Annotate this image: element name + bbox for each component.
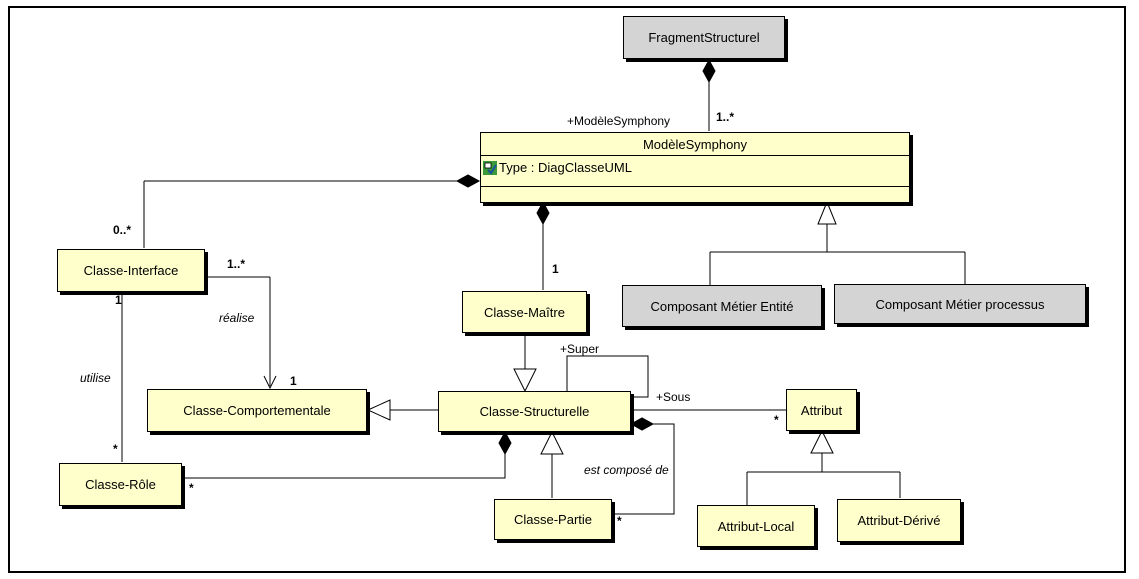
class-attribut-derive-label: Attribut-Dérivé — [857, 513, 941, 528]
class-composant-entite[interactable]: Composant Métier Entité — [622, 285, 822, 327]
attribute-icon — [483, 160, 497, 175]
class-attribut-label: Attribut — [800, 402, 843, 418]
class-role[interactable]: Classe-Rôle — [59, 463, 182, 506]
class-modele-symphony-label: ModèleSymphony — [642, 136, 748, 152]
class-maitre[interactable]: Classe-Maître — [462, 291, 587, 333]
realise-arrowhead — [263, 375, 277, 390]
multiplicity-role: * — [189, 481, 194, 495]
diagram-frame — [8, 6, 1126, 573]
class-composant-processus-label: Composant Métier processus — [875, 296, 1045, 312]
class-role-label: Classe-Rôle — [85, 477, 156, 492]
composition-diamond-role — [498, 430, 512, 456]
class-interface[interactable]: Classe-Interface — [57, 249, 205, 292]
multiplicity-maitre-1: 1 — [552, 262, 559, 276]
class-modele-symphony[interactable]: ModèleSymphony Type : DiagClasseUML — [480, 132, 910, 203]
class-partie[interactable]: Classe-Partie — [494, 499, 612, 540]
label-realise: réalise — [219, 311, 255, 325]
class-fragment-structurel-label: FragmentStructurel — [648, 30, 760, 45]
class-maitre-label: Classe-Maître — [484, 304, 565, 320]
label-est-compose-de: est composé de — [584, 463, 669, 477]
class-fragment-structurel[interactable]: FragmentStructurel — [623, 16, 785, 59]
class-interface-label: Classe-Interface — [83, 263, 179, 278]
multiplicity-interface-0n: 0..* — [113, 223, 132, 237]
class-attribut-local-label: Attribut-Local — [717, 518, 795, 534]
generalization-arrow-partie — [540, 430, 564, 455]
attribute-type: Type : DiagClasseUML — [499, 160, 632, 175]
role-label-modele: +ModèleSymphony — [567, 114, 671, 128]
composition-diamond-partie — [629, 417, 655, 431]
composition-diamond-interface — [455, 174, 481, 188]
generalization-arrow-maitre — [513, 368, 537, 393]
label-utilise: utilise — [80, 371, 111, 385]
role-label-sous: +Sous — [656, 390, 691, 404]
multiplicity-fragment-modele: 1..* — [716, 110, 735, 124]
multiplicity-interface-1: 1 — [115, 293, 122, 307]
class-partie-label: Classe-Partie — [513, 512, 593, 527]
generalization-arrow-comportementale — [366, 399, 391, 421]
class-attribut[interactable]: Attribut — [786, 389, 857, 431]
multiplicity-interface-1n: 1..* — [227, 257, 246, 271]
multiplicity-comportementale-1: 1 — [290, 374, 297, 388]
multiplicity-role-top: * — [113, 442, 118, 456]
class-composant-entite-label: Composant Métier Entité — [650, 298, 794, 314]
self-assoc-super-sous — [566, 355, 649, 398]
composition-diamond-maitre — [536, 200, 550, 226]
class-comportementale[interactable]: Classe-Comportementale — [147, 389, 367, 432]
class-attribut-local[interactable]: Attribut-Local — [697, 505, 815, 547]
generalization-arrow-modele — [817, 200, 837, 225]
class-comportementale-label: Classe-Comportementale — [183, 403, 331, 418]
multiplicity-attribut: * — [774, 413, 779, 427]
multiplicity-partie: * — [617, 514, 622, 528]
composition-diamond-fragment — [702, 58, 716, 84]
class-composant-processus[interactable]: Composant Métier processus — [834, 284, 1086, 324]
class-structurelle[interactable]: Classe-Structurelle — [438, 391, 631, 432]
generalization-arrow-attribut — [810, 429, 834, 454]
role-label-super: +Super — [560, 342, 600, 356]
class-structurelle-label: Classe-Structurelle — [479, 404, 590, 419]
class-attribut-derive[interactable]: Attribut-Dérivé — [837, 499, 961, 542]
